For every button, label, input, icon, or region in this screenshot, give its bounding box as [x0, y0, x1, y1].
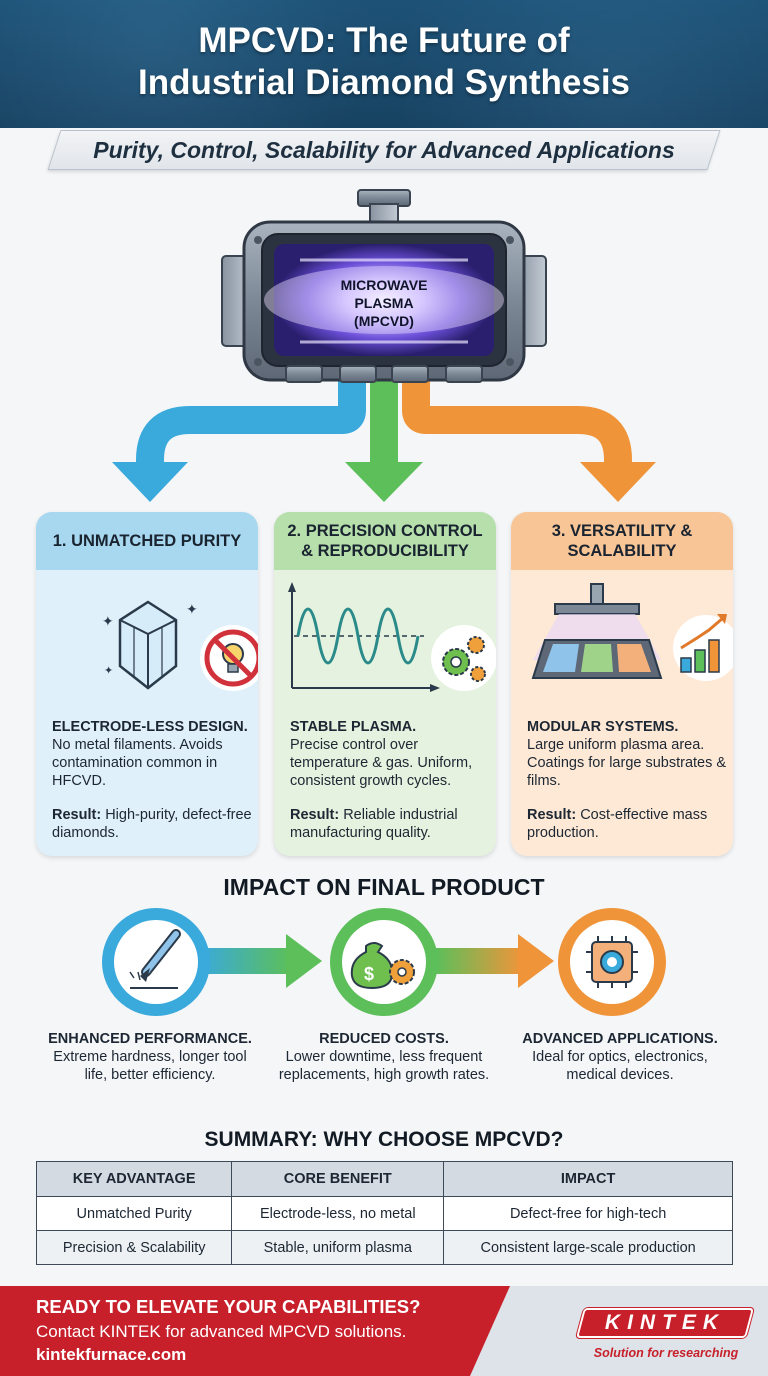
logo-tagline: Solution for researching: [593, 1346, 739, 1360]
no-filament-bulb-icon: [200, 625, 258, 691]
result-text: Cost-effective mass production.: [527, 807, 708, 841]
summary-table: KEY ADVANTAGE CORE BENEFIT IMPACT Unmatc…: [35, 1161, 733, 1265]
pillar-body: MODULAR SYSTEMS. Large uniform plasma ar…: [511, 570, 733, 856]
cutting-tool-icon: [102, 908, 210, 1016]
impact-description: Lower downtime, less frequent replacemen…: [278, 1049, 490, 1083]
orange-arrow-shaft: [402, 378, 632, 465]
result-text: Reliable industrial manufacturing qualit…: [290, 807, 458, 841]
table-header-row: KEY ADVANTAGE CORE BENEFIT IMPACT: [35, 1161, 733, 1197]
result-label: Result:: [527, 807, 577, 823]
cta-text: Contact KINTEK for advanced MPCVD soluti…: [36, 1322, 407, 1341]
svg-text:✦: ✦: [104, 665, 113, 677]
svg-text:✦: ✦: [102, 613, 114, 629]
impact-title: IMPACT ON FINAL PRODUCT: [223, 874, 545, 900]
impact-description: Ideal for optics, electronics, medical d…: [532, 1049, 708, 1083]
pillar-body: ✦ ✦ ✦ ELECTRODE-LESS DESIGN. No metal fi…: [36, 570, 258, 856]
column-header: IMPACT: [443, 1161, 733, 1197]
pillar-description: Large uniform plasma area. Coatings for …: [527, 737, 727, 789]
column-header: KEY ADVANTAGE: [35, 1161, 233, 1197]
pillar-heading: 2. PRECISION CONTROL & REPRODUCIBILITY: [274, 512, 496, 570]
pillar-body: STABLE PLASMA. Precise control over temp…: [274, 570, 496, 856]
svg-text:$: $: [364, 964, 374, 984]
footer: READY TO ELEVATE YOUR CAPABILITIES? Cont…: [0, 1286, 768, 1376]
gears-icon: [431, 625, 496, 691]
green-arrow-shaft: [370, 378, 398, 464]
table-row: Unmatched Purity Electrode-less, no meta…: [35, 1196, 733, 1231]
summary-title: SUMMARY: WHY CHOOSE MPCVD?: [204, 1128, 564, 1151]
subtitle: Purity, Control, Scalability for Advance…: [93, 137, 675, 163]
pillar-heading: 1. UNMATCHED PURITY: [36, 512, 258, 570]
table-row: Precision & Scalability Stable, uniform …: [35, 1230, 733, 1265]
growth-chart-icon: [673, 614, 733, 681]
table-cell: Unmatched Purity: [35, 1196, 233, 1231]
footer-cta-panel: [0, 1286, 510, 1376]
table-cell: Precision & Scalability: [35, 1230, 233, 1265]
website-link[interactable]: kintekfurnace.com: [36, 1345, 187, 1364]
pillar-scalability: 3. VERSATILITY & SCALABILITY MODULAR SYS…: [511, 512, 733, 856]
pillar-result: Result: Cost-effective mass production.: [527, 806, 727, 842]
diamond-crystal-icon: ✦ ✦ ✦: [102, 600, 258, 691]
header-pattern: [0, 0, 768, 128]
pillar-heading: 3. VERSATILITY & SCALABILITY: [511, 512, 733, 570]
pillar-lead: STABLE PLASMA.: [290, 719, 417, 735]
chamber-illustration: [112, 189, 656, 502]
page-title: MPCVD: The Future of Industrial Diamond …: [0, 20, 768, 104]
column-header: CORE BENEFIT: [231, 1161, 445, 1197]
table-cell: Electrode-less, no metal: [231, 1196, 445, 1231]
pillar-lead: MODULAR SYSTEMS.: [527, 719, 679, 735]
impact-lead: REDUCED COSTS.: [319, 1031, 449, 1047]
pillar-description: No metal filaments. Avoids contamination…: [52, 737, 223, 789]
green-arrow-head: [345, 462, 423, 502]
plasma-label: MICROWAVE PLASMA (MPCVD): [300, 276, 468, 330]
pillar-text: ELECTRODE-LESS DESIGN. No metal filament…: [52, 718, 252, 842]
table-cell: Consistent large-scale production: [443, 1230, 733, 1265]
pillar-result: Result: Reliable industrial manufacturin…: [290, 806, 490, 842]
table-cell: Defect-free for high-tech: [443, 1196, 733, 1231]
pillar-lead: ELECTRODE-LESS DESIGN.: [52, 719, 248, 735]
pillar-purity: 1. UNMATCHED PURITY ✦ ✦ ✦ ELECTRODE-LESS…: [36, 512, 258, 856]
impact-description: Extreme hardness, longer tool life, bett…: [53, 1049, 247, 1083]
plasma-label-line-2: PLASMA: [354, 295, 414, 311]
money-bag-gear-icon: $: [330, 908, 438, 1016]
result-label: Result:: [52, 807, 102, 823]
impact-lead: ADVANCED APPLICATIONS.: [522, 1031, 718, 1047]
pillar-precision: 2. PRECISION CONTROL & REPRODUCIBILITY S…: [274, 512, 496, 856]
impact-costs: REDUCED COSTS. Lower downtime, less freq…: [274, 1030, 494, 1084]
pillar-description: Precise control over temperature & gas. …: [290, 737, 473, 789]
svg-text:✦: ✦: [186, 601, 198, 617]
kintek-logo: KINTEK: [575, 1308, 755, 1342]
pillar-text: STABLE PLASMA. Precise control over temp…: [290, 718, 490, 842]
impact-applications: ADVANCED APPLICATIONS. Ideal for optics,…: [510, 1030, 730, 1084]
sine-wave-graph-icon: [288, 582, 496, 692]
microchip-icon: [558, 908, 666, 1016]
title-line-1: MPCVD: The Future of: [198, 21, 570, 60]
header-banner: MPCVD: The Future of Industrial Diamond …: [0, 0, 768, 128]
impact-lead: ENHANCED PERFORMANCE.: [48, 1031, 252, 1047]
cta-heading: READY TO ELEVATE YOUR CAPABILITIES?: [36, 1296, 421, 1317]
substrate-plate-icon: [531, 583, 733, 681]
plasma-label-line-3: (MPCVD): [354, 313, 414, 329]
impact-performance: ENHANCED PERFORMANCE. Extreme hardness, …: [40, 1030, 260, 1084]
pillar-result: Result: High-purity, defect-free diamond…: [52, 806, 252, 842]
pillar-text: MODULAR SYSTEMS. Large uniform plasma ar…: [527, 718, 727, 842]
result-label: Result:: [290, 807, 340, 823]
impact-flow-graphic: $: [102, 908, 666, 1016]
logo-text: KINTEK: [604, 1311, 726, 1334]
blue-arrow-head: [112, 462, 188, 502]
mpcvd-chamber-graphic: MICROWAVE PLASMA (MPCVD): [0, 180, 768, 510]
blue-arrow-shaft: [136, 378, 366, 465]
orange-arrow-head: [580, 462, 656, 502]
result-text: High-purity, defect-free diamonds.: [52, 807, 252, 841]
title-line-2: Industrial Diamond Synthesis: [137, 63, 631, 102]
plasma-label-line-1: MICROWAVE: [340, 277, 428, 293]
table-cell: Stable, uniform plasma: [231, 1230, 445, 1265]
subtitle-banner: Purity, Control, Scalability for Advance…: [47, 130, 721, 170]
